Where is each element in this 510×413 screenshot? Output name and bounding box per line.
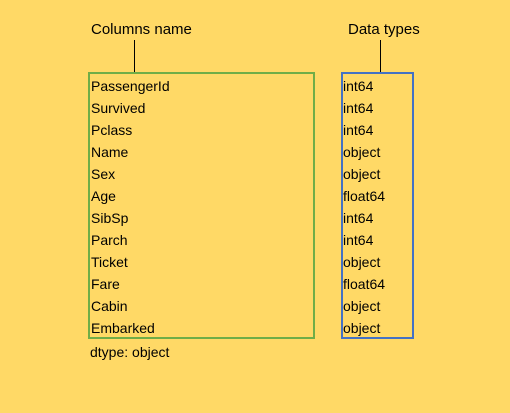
column-name-item: Embarked xyxy=(91,320,155,336)
data-type-item: int64 xyxy=(343,232,374,248)
data-types-list: int64 int64 int64 object object float64 … xyxy=(343,75,385,339)
data-type-item: int64 xyxy=(343,78,374,94)
dtypes-heading-connector xyxy=(380,40,381,72)
data-type-item: int64 xyxy=(343,210,374,226)
data-type-item: object xyxy=(343,166,381,182)
data-type-item: object xyxy=(343,144,381,160)
column-name-item: Cabin xyxy=(91,298,128,314)
data-types-heading: Data types xyxy=(348,21,420,38)
data-type-item: object xyxy=(343,298,381,314)
columns-name-heading: Columns name xyxy=(91,21,192,38)
column-name-item: Name xyxy=(91,144,129,160)
column-name-item: SibSp xyxy=(91,210,129,226)
column-name-item: Sex xyxy=(91,166,116,182)
data-type-item: object xyxy=(343,254,381,270)
data-type-item: object xyxy=(343,320,381,336)
column-name-item: Pclass xyxy=(91,122,133,138)
dtype-footer: dtype: object xyxy=(90,344,170,360)
columns-heading-connector xyxy=(134,40,135,72)
data-type-item: float64 xyxy=(343,276,386,292)
column-name-item: Ticket xyxy=(91,254,128,270)
columns-name-box xyxy=(88,72,315,339)
column-name-item: Parch xyxy=(91,232,128,248)
columns-name-list: PassengerId Survived Pclass Name Sex Age… xyxy=(91,75,170,339)
column-name-item: Age xyxy=(91,188,116,204)
data-type-item: float64 xyxy=(343,188,386,204)
column-name-item: PassengerId xyxy=(91,78,170,94)
data-type-item: int64 xyxy=(343,100,374,116)
data-types-box xyxy=(341,72,414,339)
column-name-item: Survived xyxy=(91,100,146,116)
column-name-item: Fare xyxy=(91,276,120,292)
data-type-item: int64 xyxy=(343,122,374,138)
